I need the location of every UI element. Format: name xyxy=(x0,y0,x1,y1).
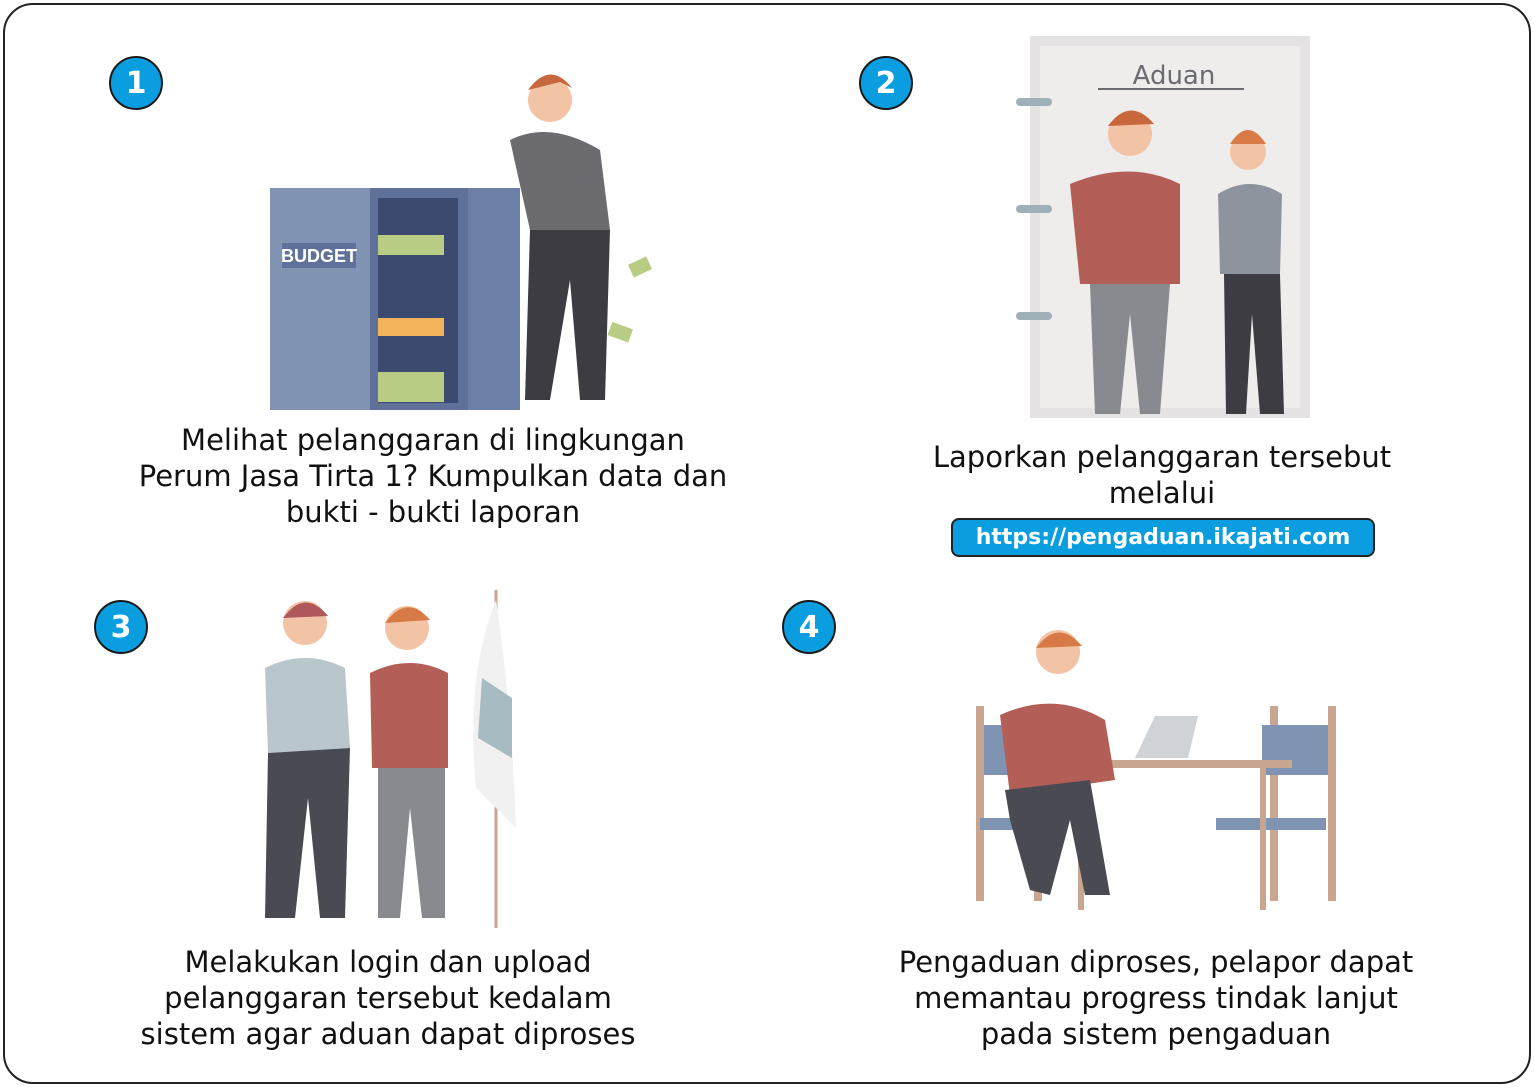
step-3-badge: 3 xyxy=(94,600,148,654)
caption-line: memantau progress tindak lanjut xyxy=(914,981,1398,1015)
step-3-caption: Melakukan login dan upload pelanggaran t… xyxy=(141,944,636,1052)
step-4-caption: Pengaduan diproses, pelapor dapat memant… xyxy=(899,944,1414,1052)
complaint-board-illustration: Aduan xyxy=(1016,36,1310,418)
handshake-illustration xyxy=(265,590,516,928)
step-1-caption: Melihat pelanggaran di lingkungan Perum … xyxy=(139,422,728,530)
office-desk-illustration xyxy=(976,630,1336,910)
caption-line: Pengaduan diproses, pelapor dapat xyxy=(898,945,1414,979)
step-4-badge: 4 xyxy=(782,600,836,654)
step-1-badge: 1 xyxy=(109,56,163,110)
caption-line: Melakukan login dan upload xyxy=(184,945,592,979)
caption-line: pada sistem pengaduan xyxy=(980,1017,1332,1051)
caption-line: melalui xyxy=(1108,476,1216,510)
caption-line: Melihat pelanggaran di lingkungan xyxy=(181,423,685,457)
caption-line: Perum Jasa Tirta 1? Kumpulkan data dan xyxy=(138,459,728,493)
budget-safe-illustration: BUDGET xyxy=(270,74,653,410)
step-2-badge: 2 xyxy=(859,56,913,110)
caption-line: pelanggaran tersebut kedalam xyxy=(164,981,612,1015)
caption-line: Laporkan pelanggaran tersebut xyxy=(932,440,1392,474)
complaint-portal-link[interactable]: https://pengaduan.ikajati.com xyxy=(951,518,1375,557)
board-title: Aduan xyxy=(1133,61,1216,91)
caption-line: sistem agar aduan dapat diproses xyxy=(140,1017,636,1051)
budget-label: BUDGET xyxy=(281,246,357,266)
caption-line: bukti - bukti laporan xyxy=(285,495,581,529)
step-2-caption: Laporkan pelanggaran tersebut melalui xyxy=(933,439,1391,511)
